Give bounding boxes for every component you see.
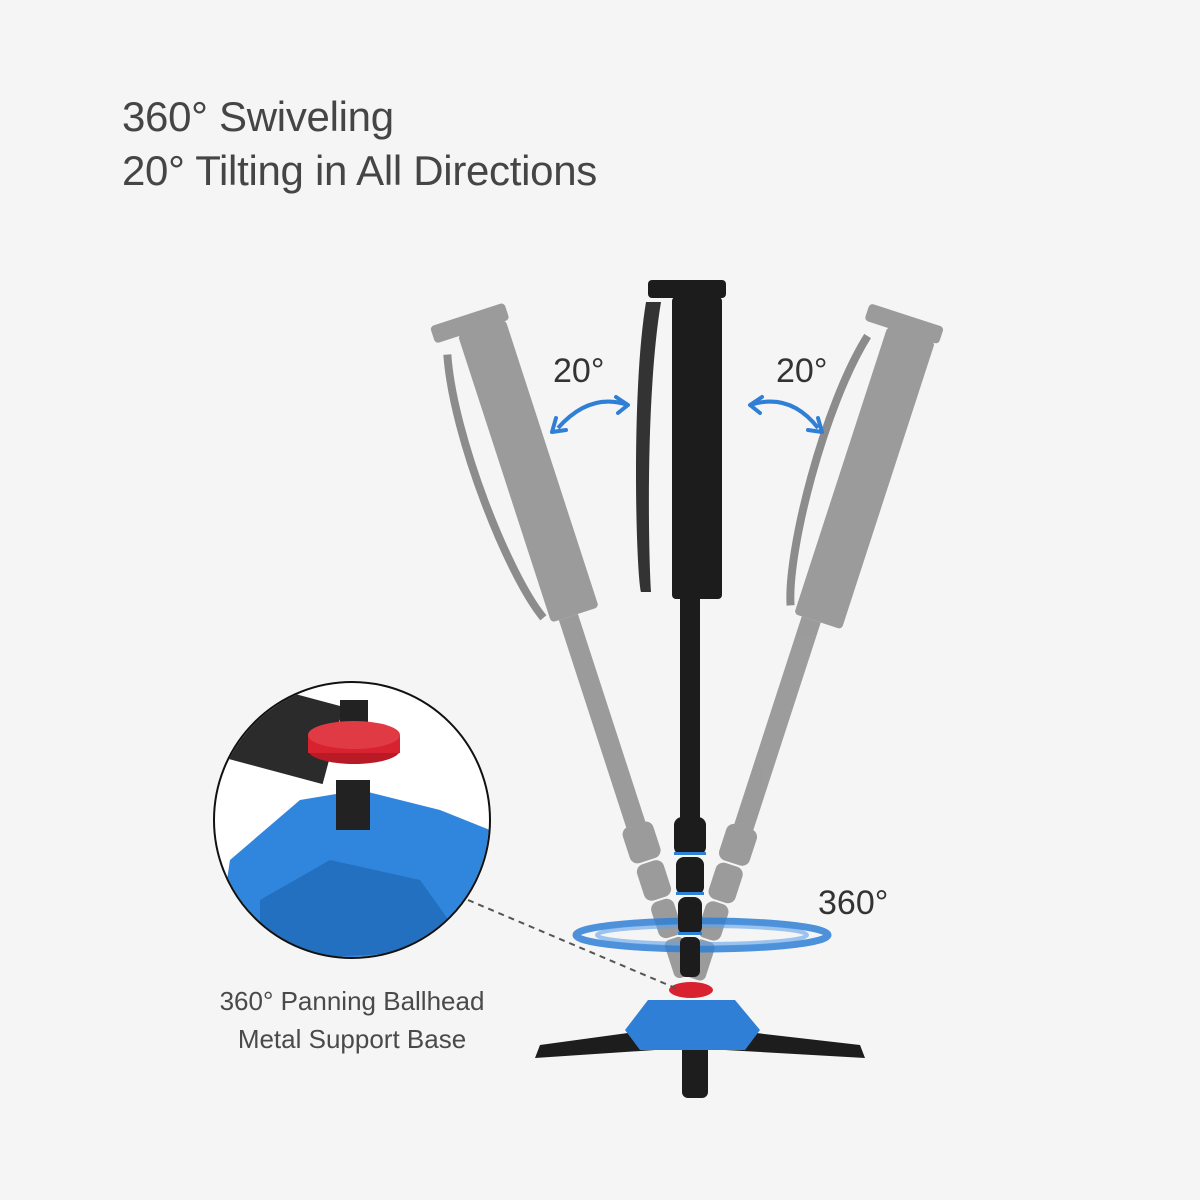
tilted-pole-left: [429, 302, 720, 990]
tilt-arrow-left-icon: [550, 395, 630, 434]
headline-line-1: 360° Swiveling: [122, 93, 394, 140]
tilt-left-label: 20°: [553, 352, 605, 390]
headline-line-2: 20° Tilting in All Directions: [122, 147, 597, 194]
tilted-pole-right: [654, 303, 945, 991]
tilt-right-label: 20°: [776, 352, 828, 390]
support-base: [535, 982, 865, 1098]
inset-pointer-line: [467, 899, 681, 991]
base-caption: 360° Panning Ballhead Metal Support Base: [182, 982, 522, 1058]
tilt-arrow-right-icon: [748, 395, 824, 434]
main-pole: [636, 280, 726, 977]
ballhead-closeup-inset: [213, 681, 491, 959]
rotation-label: 360°: [818, 884, 889, 922]
headline: 360° Swiveling 20° Tilting in All Direct…: [122, 90, 597, 198]
caption-line-2: Metal Support Base: [237, 1024, 467, 1054]
caption-line-1: 360° Panning Ballhead: [219, 986, 485, 1016]
